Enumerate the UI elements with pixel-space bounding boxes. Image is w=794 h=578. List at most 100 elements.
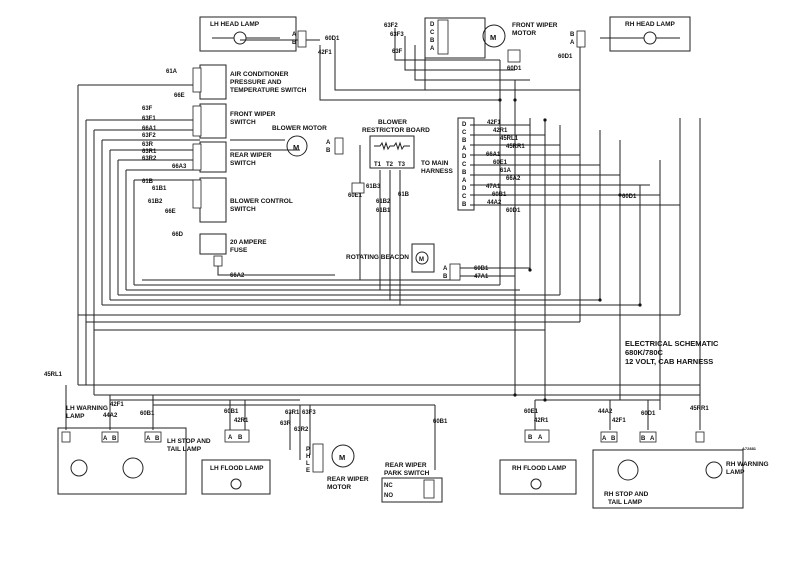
fuse-label-2: FUSE [230, 247, 248, 254]
restrictor-label-1: BLOWER [378, 119, 407, 126]
rh-warning-label-2: LAMP [726, 469, 745, 476]
wire-63f-top: 63F [392, 49, 403, 55]
drawing-code: A72881 [742, 446, 757, 451]
wire-60b1-lh: 60B1 [140, 411, 155, 417]
wire-63r1-b: 63R1 [285, 410, 300, 416]
lh-stop-tail-lamp: A B A B LH STOP AND TAIL LAMP [101, 431, 211, 479]
pin-p: P [306, 447, 310, 453]
pin-c: C [462, 194, 467, 200]
pin-b: B [326, 148, 331, 154]
wire-63r2-b: 63R2 [294, 427, 309, 433]
lh-stop-label-2: TAIL LAMP [167, 446, 202, 453]
harness-wire-labels: 42F1 42R1 45RL1 45RR1 66A1 60E1 61A 66A2… [486, 120, 525, 214]
wire-45rr1: 45RR1 [690, 406, 709, 412]
wire-66d: 66D [172, 232, 184, 238]
pin-a: A [570, 40, 575, 46]
pin-c: C [462, 130, 467, 136]
rh-stop-label-2: TAIL LAMP [608, 499, 643, 506]
pin-b: B [443, 274, 448, 280]
ac-pressure-switch: AIR CONDITIONER PRESSURE AND TEMPERATURE… [192, 64, 307, 100]
rear-wiper-switch: REAR WIPER SWITCH [192, 141, 272, 173]
pin-b: B [641, 436, 646, 442]
pin-c: C [430, 30, 435, 36]
title-line-1: ELECTRICAL SCHEMATIC [625, 339, 719, 348]
rear-wiper-park-switch: REAR WIPER PARK SWITCH NC NO [381, 462, 443, 503]
pin-no: NO [384, 493, 393, 499]
pin-b: B [570, 32, 575, 38]
pin-nc: NC [384, 483, 393, 489]
pin-b: B [238, 435, 243, 441]
rotating-beacon-label: ROTATING BEACON [346, 254, 409, 261]
fuse-20a: 20 AMPERE FUSE [199, 233, 267, 267]
rear-wiper-switch-label-1: REAR WIPER [230, 152, 272, 159]
wire-60d1-rh: 60D1 [558, 54, 573, 60]
wire-61b2: 61B2 [148, 199, 163, 205]
title-line-3: 12 VOLT, CAB HARNESS [625, 357, 713, 366]
pin-h: H [306, 454, 310, 460]
rh-stop-label-1: RH STOP AND [604, 491, 649, 498]
pin-b: B [462, 202, 467, 208]
front-wiper-motor-symbol: M [490, 33, 496, 42]
pin-c: C [462, 162, 467, 168]
pin-b: B [611, 436, 616, 442]
lh-warning-label-2: LAMP [66, 413, 85, 420]
wire-60b1-park: 60B1 [433, 419, 448, 425]
wire-42f1-top: 42F1 [318, 50, 332, 56]
harness-60b1: 60B1 [492, 192, 507, 198]
blower-control-label-1: BLOWER CONTROL [230, 198, 293, 205]
front-wiper-motor: M FRONT WIPER MOTOR D C B A [424, 17, 558, 63]
pin-a: A [146, 436, 151, 442]
main-harness-label-2: HARNESS [421, 168, 453, 175]
pin-a: A [650, 436, 655, 442]
wire-63r1: 63R1 [142, 149, 157, 155]
pin-a: A [103, 436, 108, 442]
pin-a: A [430, 46, 435, 52]
rotating-beacon: M ROTATING BEACON A B [346, 243, 461, 281]
rear-wiper-switch-label-2: SWITCH [230, 160, 256, 167]
harness-60e1: 60E1 [493, 160, 508, 166]
wire-60b1-flood: 60B1 [224, 409, 239, 415]
wiring [65, 28, 701, 470]
pin-d: D [462, 186, 467, 192]
pin-a: A [462, 178, 467, 184]
beacon-motor-symbol: M [419, 257, 424, 263]
wire-63r-b: 63R [280, 421, 292, 427]
harness-45rl1: 45RL1 [500, 136, 519, 142]
blower-control-label-2: SWITCH [230, 206, 256, 213]
pin-d: D [430, 22, 435, 28]
lh-head-lamp: LH HEAD LAMP A B [199, 16, 307, 52]
pin-l: L [306, 461, 310, 467]
wire-61b1-r: 61B1 [376, 208, 391, 214]
terminal-t1: T1 [374, 162, 382, 168]
wire-66a1: 66A1 [142, 126, 157, 132]
wire-61b3: 61B3 [366, 184, 381, 190]
wire-60d1-right: 60D1 [622, 194, 637, 200]
park-switch-label-1: REAR WIPER [385, 462, 427, 469]
pin-a: A [602, 436, 607, 442]
rear-wiper-motor-label-2: MOTOR [327, 484, 351, 491]
lh-warning-lamp: LH WARNING LAMP [57, 405, 187, 495]
front-wiper-switch: FRONT WIPER SWITCH [192, 103, 276, 139]
blower-motor: M BLOWER MOTOR A B [272, 125, 344, 157]
ac-switch-label-3: TEMPERATURE SWITCH [230, 87, 307, 94]
rh-stop-tail-lamp: A B B A RH STOP AND TAIL LAMP [592, 431, 744, 509]
pin-b: B [462, 170, 467, 176]
wire-60b1-beacon: 60B1 [474, 266, 489, 272]
harness-66a2: 66A2 [506, 176, 521, 182]
wire-63f2-sw: 63F2 [142, 133, 156, 139]
rh-warning-lamp: RH WARNING LAMP [695, 431, 769, 479]
wire-66e-ac: 66E [174, 93, 185, 99]
wire-42r1-flood: 42R1 [234, 418, 249, 424]
front-wiper-switch-label-1: FRONT WIPER [230, 111, 276, 118]
blower-motor-label: BLOWER MOTOR [272, 125, 327, 132]
harness-60d1: 60D1 [506, 208, 521, 214]
wire-42f1-lh: 42F1 [110, 402, 124, 408]
main-harness-connector: TO MAIN HARNESS D C B A D C B A D C B [421, 117, 475, 211]
fuse-label-1: 20 AMPERE [230, 239, 267, 246]
harness-61a: 61A [500, 168, 512, 174]
pin-b: B [155, 436, 160, 442]
blower-motor-symbol: M [293, 143, 299, 152]
wire-66a3: 66A3 [172, 164, 187, 170]
wire-63r: 63R [142, 142, 154, 148]
ac-switch-label-2: PRESSURE AND [230, 79, 282, 86]
